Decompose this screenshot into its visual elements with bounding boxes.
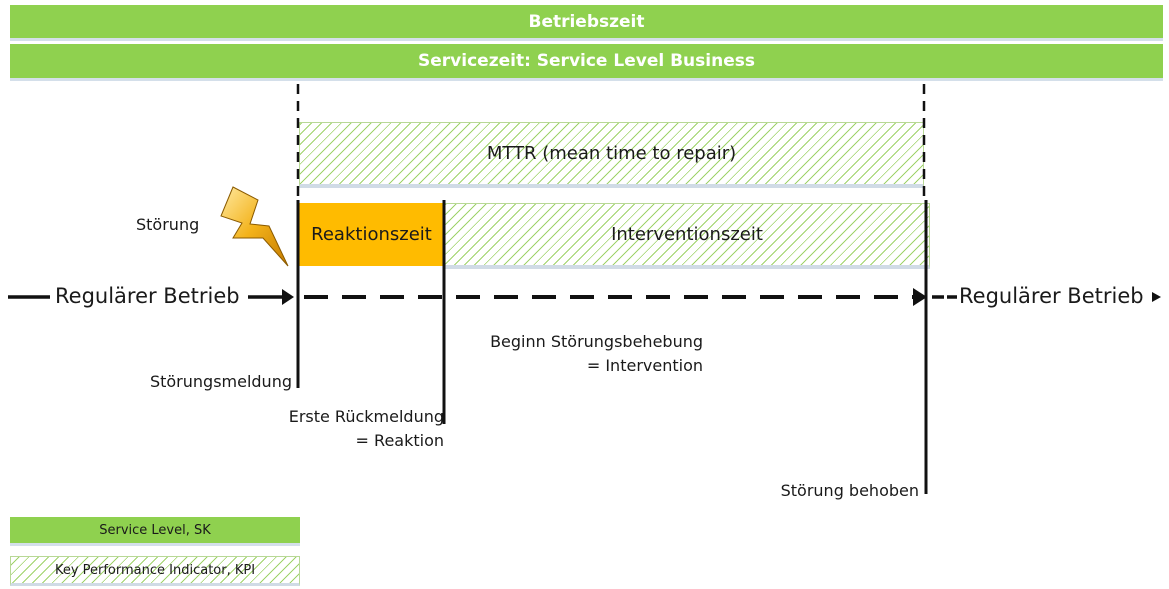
erste-rueckmeldung-line2: = Reaktion: [355, 431, 444, 450]
stoerung-text: Störung: [136, 215, 200, 234]
beginn-line1: Beginn Störungsbehebung: [490, 332, 703, 351]
legend-service-level-text: Service Level, SK: [99, 522, 211, 538]
regulaerer-betrieb-right-label: Regulärer Betrieb: [959, 284, 1144, 308]
stoerungsmeldung-label: Störungsmeldung: [110, 370, 292, 394]
mttr-label: MTTR (mean time to repair): [486, 143, 737, 164]
reaktionszeit-label: Reaktionszeit: [311, 224, 432, 245]
stoerungsmeldung-text: Störungsmeldung: [149, 372, 292, 391]
right-label-text: Regulärer Betrieb: [959, 284, 1144, 308]
servicezeit-bar: Servicezeit: Service Level Business: [10, 44, 1163, 81]
servicezeit-label: Servicezeit: Service Level Business: [418, 51, 755, 71]
mttr-bar: MTTR (mean time to repair): [299, 122, 924, 188]
left-label-text: Regulärer Betrieb: [55, 284, 240, 308]
legend-service-level: Service Level, SK: [10, 517, 300, 546]
regulaerer-betrieb-left-label: Regulärer Betrieb: [55, 284, 240, 308]
interventionszeit-bar: Interventionszeit: [444, 203, 930, 269]
legend-kpi: Key Performance Indicator, KPI: [10, 556, 300, 586]
legend-kpi-text: Key Performance Indicator, KPI: [54, 562, 256, 578]
betriebszeit-bar: Betriebszeit: [10, 5, 1163, 41]
behoben-text: Störung behoben: [780, 481, 919, 500]
erste-rueckmeldung-line1: Erste Rückmeldung: [288, 407, 444, 426]
betriebszeit-label: Betriebszeit: [528, 11, 645, 32]
dashed-timeline-arrowhead: [913, 288, 927, 306]
lightning-icon: [220, 186, 289, 267]
erste-rueckmeldung-label: Erste Rückmeldung = Reaktion: [250, 405, 444, 453]
interventionszeit-label: Interventionszeit: [611, 224, 763, 245]
beginn-stoerungsbehebung-label: Beginn Störungsbehebung = Intervention: [455, 330, 703, 378]
stoerung-behoben-label: Störung behoben: [720, 479, 919, 503]
left-timeline-arrowhead: [282, 289, 294, 305]
reaktionszeit-bar: Reaktionszeit: [299, 203, 444, 266]
beginn-line2: = Intervention: [586, 356, 703, 375]
right-timeline-end-arrowhead: [1152, 292, 1161, 302]
stoerung-label: Störung: [136, 213, 199, 237]
